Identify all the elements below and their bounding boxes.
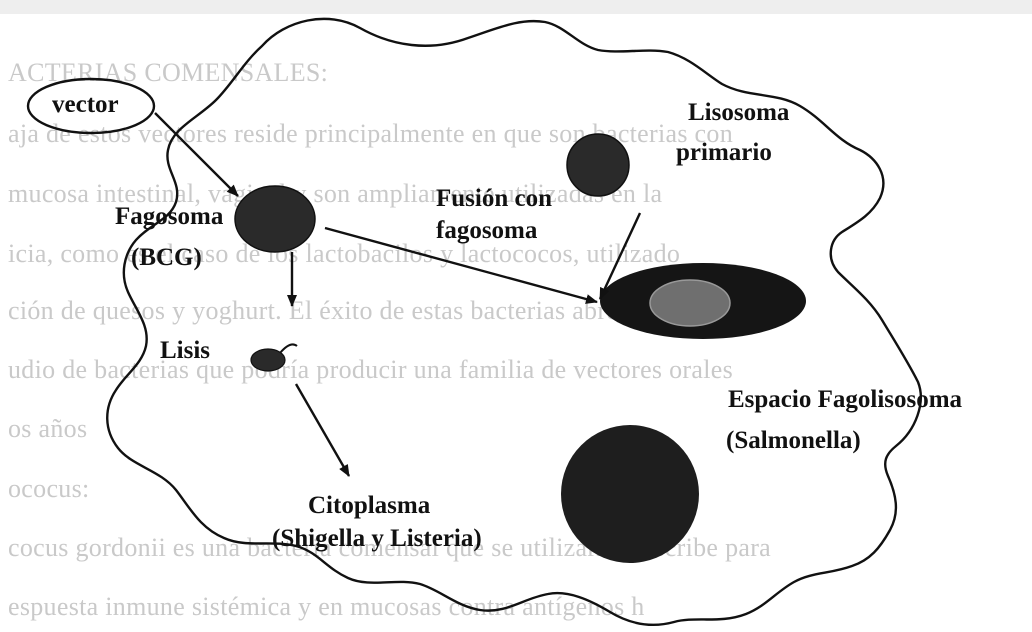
label-fagosoma-bcg: (BCG): [131, 243, 202, 272]
fagolisosoma-inner-vesicle: [650, 280, 730, 326]
label-citoplasma-sub: (Shigella y Listeria): [272, 524, 482, 553]
fagosoma-vesicle: [235, 186, 315, 252]
label-vector: vector: [52, 90, 119, 119]
salmonella-vacuole-circle: [561, 425, 699, 563]
label-citoplasma: Citoplasma: [308, 491, 430, 520]
label-fagosoma: Fagosoma: [115, 202, 223, 231]
label-lisosoma: Lisosoma: [688, 98, 789, 127]
label-fusion: Fusión con: [436, 184, 552, 213]
label-espacio-sub: (Salmonella): [726, 426, 861, 455]
label-lisis: Lisis: [160, 336, 210, 365]
cell-membrane: [107, 19, 921, 625]
label-lisosoma-sub: primario: [676, 138, 772, 167]
arrow-lisis-to-citoplasma: [296, 384, 349, 476]
label-espacio: Espacio Fagolisosoma: [728, 385, 962, 414]
lisis-tail: [280, 344, 297, 353]
lisosoma-primario-circle: [567, 134, 629, 196]
label-fusion-sub: fagosoma: [436, 216, 537, 245]
